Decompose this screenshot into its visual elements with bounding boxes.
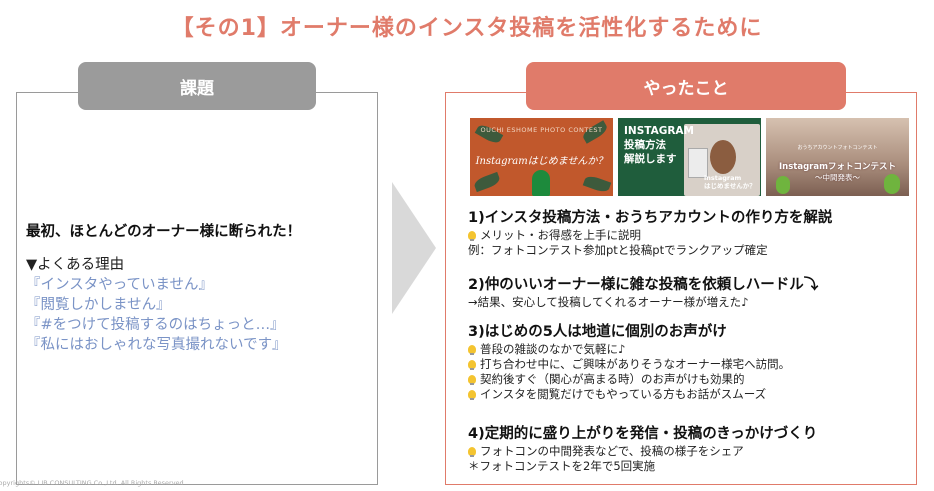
thumb1-small-text: OUCHI ESHOME PHOTO CONTEST	[480, 126, 603, 134]
thumb2-caption-line1: instagram	[704, 174, 742, 182]
thumb2-caption: instagram はじめませんか？	[704, 174, 756, 190]
thumbnail-instagram-invite: OUCHI ESHOME PHOTO CONTEST Instagramはじめま…	[470, 118, 613, 196]
action-section-1: 1)インスタ投稿方法・おうちアカウントの作り方を解説 メリット・お得感を上手に説…	[468, 208, 832, 258]
reason-item: 『インスタやっていません』	[26, 277, 214, 293]
section-line: ＊フォトコンテストを2年で5回実施	[468, 459, 656, 473]
action-section-3: 3)はじめの5人は地道に個別のお声がけ 普段の雑談のなかで気軽に♪ 打ち合わせ中…	[468, 322, 790, 402]
thumb2-title-line1: INSTAGRAM	[624, 125, 695, 137]
thumb3-small-text: おうちアカウントフォトコンテスト	[797, 145, 878, 151]
copyright-text: Copyrights© LIB CONSULTING Co.,Ltd. All …	[0, 479, 184, 487]
lightbulb-icon	[468, 231, 476, 241]
reason-item: 『閲覧しかしません』	[26, 297, 171, 313]
reasons-head: ▼よくある理由	[26, 257, 125, 273]
thumb3-subtitle: ～中間発表～	[815, 173, 860, 182]
lightbulb-icon	[468, 345, 476, 355]
thumb3-title: Instagramフォトコンテスト	[779, 162, 896, 172]
section-line: フォトコンの中間発表などで、投稿の様子をシェア	[468, 444, 817, 459]
thumb2-caption-line2: はじめませんか？	[704, 182, 756, 190]
issue-lead: 最初、ほとんどのオーナー様に断られた！	[26, 224, 302, 240]
section-line-text: 打ち合わせ中に、ご興味がありそうなオーナー様宅へ訪問。	[480, 357, 791, 371]
section-line-text: 普段の雑談のなかで気軽に♪	[480, 342, 626, 356]
actions-header: やったこと	[526, 62, 846, 110]
thumb2-title: INSTAGRAM 投稿方法 解説します	[624, 124, 694, 166]
section-line: メリット・お得感を上手に説明	[468, 228, 832, 243]
lightbulb-icon	[468, 390, 476, 400]
section-line: →結果、安心して投稿してくれるオーナー様が増えた♪	[468, 295, 749, 309]
mascot-figure	[532, 170, 550, 196]
lightbulb-icon	[468, 360, 476, 370]
section-line: 普段の雑談のなかで気軽に♪	[468, 342, 790, 357]
action-section-2: 2)仲のいいオーナー様に雑な投稿を依頼しハードル⤵ →結果、安心して投稿してくれ…	[468, 275, 818, 310]
thumb2-title-line2: 投稿方法	[624, 139, 666, 151]
page-title: 【その1】オーナー様のインスタ投稿を活性化するために	[171, 16, 763, 41]
section-line-text: 契約後すぐ（関心が高まる時）のお声がけも効果的	[480, 372, 745, 386]
leaf-icon	[472, 171, 502, 193]
thumbnail-photo-contest: おうちアカウントフォトコンテスト Instagramフォトコンテスト ～中間発表…	[766, 118, 909, 196]
phone-icon	[688, 148, 708, 178]
action-section-4: 4)定期的に盛り上がりを発信・投稿のきっかけづくり フォトコンの中間発表などで、…	[468, 424, 817, 474]
thumb2-title-line3: 解説します	[624, 153, 677, 165]
section-line: 例：フォトコンテスト参加ptと投稿ptでランクアップ確定	[468, 243, 768, 257]
thumbnail-instagram-howto: INSTAGRAM 投稿方法 解説します instagram はじめませんか？	[618, 118, 761, 196]
section-heading: 2)仲のいいオーナー様に雑な投稿を依頼しハードル⤵	[468, 277, 819, 293]
leaf-icon	[582, 173, 612, 195]
issue-header: 課題	[78, 62, 316, 110]
section-line-text: インスタを閲覧だけでもやっている方もお話がスムーズ	[480, 387, 767, 401]
reasons-list: ▼よくある理由 『インスタやっていません』 『閲覧しかしません』 『#をつけて投…	[26, 255, 287, 355]
section-heading: 1)インスタ投稿方法・おうちアカウントの作り方を解説	[468, 210, 833, 226]
section-line: インスタを閲覧だけでもやっている方もお話がスムーズ	[468, 387, 790, 402]
section-line-text: メリット・お得感を上手に説明	[480, 228, 641, 242]
section-heading: 3)はじめの5人は地道に個別のお声がけ	[468, 324, 727, 340]
section-line: 打ち合わせ中に、ご興味がありそうなオーナー様宅へ訪問。	[468, 357, 790, 372]
section-heading: 4)定期的に盛り上がりを発信・投稿のきっかけづくり	[468, 426, 818, 442]
mascot-icon	[884, 174, 900, 194]
section-line: 契約後すぐ（関心が高まる時）のお声がけも効果的	[468, 372, 790, 387]
person-face	[710, 140, 736, 174]
section-line-text: フォトコンの中間発表などで、投稿の様子をシェア	[480, 444, 744, 458]
lightbulb-icon	[468, 447, 476, 457]
thumb1-main-text: Instagramはじめませんか？	[475, 156, 608, 167]
reason-item: 『#をつけて投稿するのはちょっと…』	[26, 317, 285, 333]
right-arrow-icon	[392, 182, 436, 314]
lightbulb-icon	[468, 375, 476, 385]
reason-item: 『私にはおしゃれな写真撮れないです』	[26, 337, 287, 353]
mascot-icon	[776, 176, 790, 194]
